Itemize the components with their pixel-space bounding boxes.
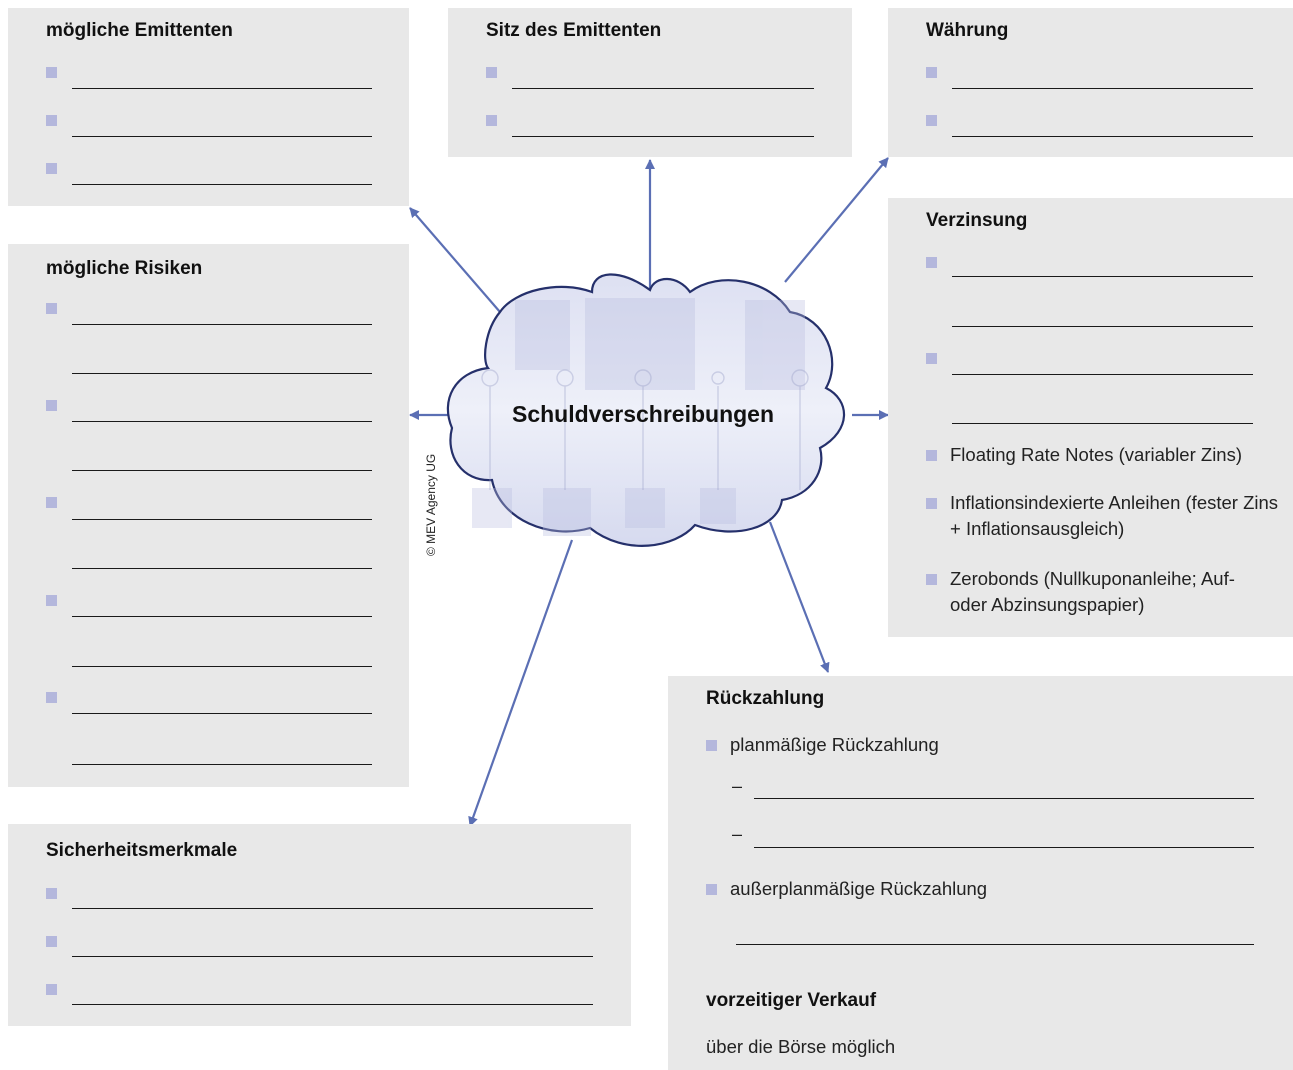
answer-line[interactable] <box>72 373 372 374</box>
arrow-to-emittenten <box>409 207 501 313</box>
answer-line[interactable] <box>72 616 372 617</box>
verzinsung-item-zerobonds: Zerobonds (Nullkuponanleihe; Auf- oder A… <box>950 568 1235 615</box>
dash: – <box>732 824 743 844</box>
bullet <box>46 303 57 314</box>
answer-line[interactable] <box>952 276 1253 277</box>
box-waehrung: Währung <box>888 8 1293 157</box>
bullet <box>486 115 497 126</box>
bullet <box>46 67 57 78</box>
bullet <box>46 400 57 411</box>
bullet <box>926 115 937 126</box>
answer-line[interactable] <box>754 847 1254 848</box>
answer-line[interactable] <box>736 944 1254 945</box>
answer-line[interactable] <box>72 764 372 765</box>
bullet <box>46 163 57 174</box>
box-sitz: Sitz des Emittenten <box>448 8 852 157</box>
verzinsung-item-frn: Floating Rate Notes (variabler Zins) <box>950 444 1242 465</box>
answer-line[interactable] <box>952 326 1253 327</box>
bullet <box>926 450 937 461</box>
copyright-notice: © MEV Agency UG <box>424 453 438 556</box>
box-sicherheit: Sicherheitsmerkmale <box>8 824 631 1026</box>
answer-line[interactable] <box>952 88 1253 89</box>
bullet <box>46 936 57 947</box>
verkauf-text: über die Börse möglich <box>706 1036 896 1057</box>
bullet <box>46 497 57 508</box>
answer-line[interactable] <box>72 470 372 471</box>
bullet <box>926 574 937 585</box>
rueckzahlung-ausserplanmaessig: außerplanmäßige Rückzahlung <box>730 878 988 899</box>
bullet <box>926 67 937 78</box>
box-title: Sicherheitsmerkmale <box>46 840 238 861</box>
answer-line[interactable] <box>72 1004 593 1005</box>
box-title: Sitz des Emittenten <box>486 20 662 41</box>
arrow-to-sicherheit <box>468 539 574 827</box>
bullet <box>486 67 497 78</box>
answer-line[interactable] <box>72 519 372 520</box>
box-emittenten: mögliche Emittenten <box>8 8 409 206</box>
box-risiken: mögliche Risiken <box>8 244 409 787</box>
verkauf-title: vorzeitiger Verkauf <box>706 990 877 1011</box>
bullet <box>46 888 57 899</box>
answer-line[interactable] <box>72 184 372 185</box>
rueckzahlung-planmaessig: planmäßige Rückzahlung <box>730 734 939 755</box>
box-title: Verzinsung <box>926 210 1028 231</box>
dash: – <box>732 776 743 796</box>
answer-line[interactable] <box>72 666 372 667</box>
arrow-to-waehrung <box>784 157 889 283</box>
answer-line[interactable] <box>512 136 814 137</box>
bullet <box>926 498 937 509</box>
box-title: Währung <box>926 20 1009 41</box>
answer-line[interactable] <box>72 421 372 422</box>
answer-line[interactable] <box>952 423 1253 424</box>
answer-line[interactable] <box>72 908 593 909</box>
box-title: mögliche Risiken <box>46 258 203 279</box>
answer-line[interactable] <box>72 324 372 325</box>
arrow-to-rueckzahlung <box>768 521 830 673</box>
box-title: Rückzahlung <box>706 688 825 709</box>
answer-line[interactable] <box>72 713 372 714</box>
answer-line[interactable] <box>754 798 1254 799</box>
bullet <box>46 692 57 703</box>
box-verzinsung: Verzinsung Floating Rate Notes (variable… <box>888 198 1293 637</box>
bullet <box>46 595 57 606</box>
bullet <box>926 353 937 364</box>
answer-line[interactable] <box>512 88 814 89</box>
verzinsung-item-inflation: Inflationsindexierte Anleihen (fester Zi… <box>950 492 1279 539</box>
answer-line[interactable] <box>952 136 1253 137</box>
bullet <box>706 740 717 751</box>
bullet <box>46 984 57 995</box>
answer-line[interactable] <box>72 568 372 569</box>
answer-line[interactable] <box>72 956 593 957</box>
cloud-title: Schuldverschreibungen <box>512 401 775 427</box>
bullet <box>926 257 937 268</box>
answer-line[interactable] <box>72 136 372 137</box>
answer-line[interactable] <box>72 88 372 89</box>
box-title: mögliche Emittenten <box>46 20 233 41</box>
bullet <box>706 884 717 895</box>
bullet <box>46 115 57 126</box>
box-rueckzahlung: Rückzahlung planmäßige Rückzahlung – – a… <box>668 676 1293 1070</box>
answer-line[interactable] <box>952 374 1253 375</box>
